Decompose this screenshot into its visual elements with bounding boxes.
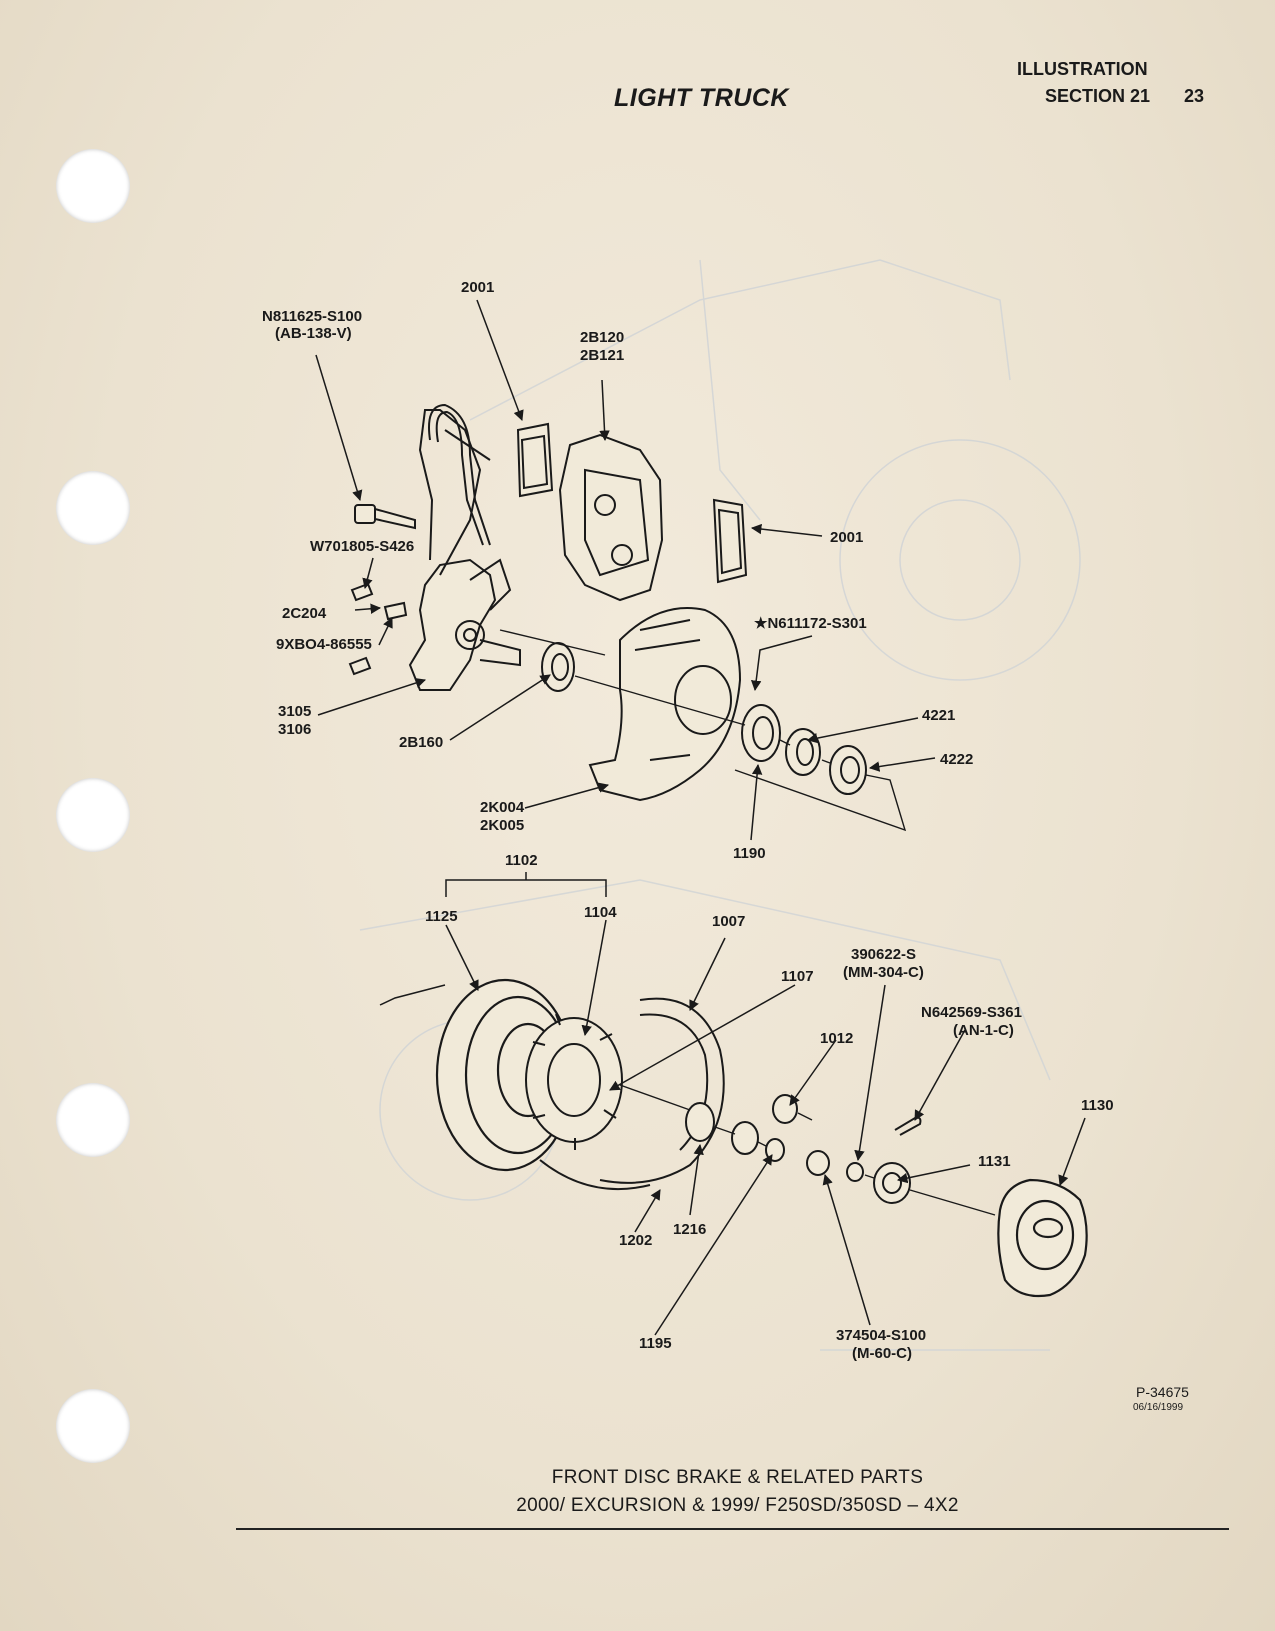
section-label: SECTION 21 bbox=[1045, 86, 1151, 106]
caliper-bolt-illustration bbox=[354, 504, 416, 530]
binder-hole bbox=[56, 778, 130, 852]
page-number: 23 bbox=[1184, 86, 1205, 106]
binder-hole bbox=[56, 471, 130, 545]
part-label: 1130 bbox=[1081, 1097, 1114, 1114]
part-label: 1195 bbox=[639, 1335, 672, 1352]
part-label: 2C204 bbox=[282, 605, 327, 622]
part-label: (MM-304-C) bbox=[843, 964, 924, 981]
brake-pad-inner-illustration bbox=[516, 422, 554, 498]
illustration-reference: P-34675 bbox=[1136, 1384, 1189, 1400]
lower-bearings-illustration bbox=[685, 1094, 864, 1182]
brake-hose-illustration bbox=[428, 403, 491, 546]
spindle-seal-illustration bbox=[541, 642, 575, 692]
bleed-through-ghost bbox=[359, 259, 1081, 1351]
hub-illustration bbox=[525, 1013, 623, 1150]
sensor-bolts-illustration bbox=[348, 582, 408, 676]
leader-lines bbox=[315, 299, 1086, 1336]
part-label: 2001 bbox=[461, 279, 494, 296]
part-label: 1202 bbox=[619, 1232, 652, 1249]
part-label: 1125 bbox=[425, 908, 458, 925]
part-label: 2B121 bbox=[580, 347, 624, 364]
part-label: ★N611172-S301 bbox=[754, 615, 867, 632]
part-label: 1107 bbox=[781, 968, 814, 985]
splash-shield-illustration bbox=[588, 607, 742, 802]
part-label: 2B160 bbox=[399, 734, 443, 751]
bearing-races-illustration bbox=[741, 704, 867, 795]
part-label: 374504-S100 bbox=[836, 1327, 926, 1344]
part-label: 1104 bbox=[584, 904, 617, 921]
part-labels: N811625-S100 (AB-138-V) 2001 2B120 2B121… bbox=[262, 279, 1114, 1362]
part-label: N811625-S100 bbox=[262, 308, 362, 325]
caption-title: FRONT DISC BRAKE & RELATED PARTS bbox=[551, 1467, 924, 1488]
illustration-date: 06/16/1999 bbox=[1133, 1402, 1184, 1413]
part-label: 3105 bbox=[278, 703, 311, 720]
part-label: 1190 bbox=[733, 845, 766, 862]
brake-pad-outer-illustration bbox=[712, 498, 748, 584]
hub-cap-illustration bbox=[997, 1178, 1088, 1298]
caliper-illustration bbox=[558, 433, 664, 602]
part-label: (M-60-C) bbox=[852, 1345, 912, 1362]
part-label: 1007 bbox=[712, 913, 745, 930]
part-label: 3106 bbox=[278, 721, 311, 738]
binder-hole bbox=[56, 149, 130, 223]
part-label: 1131 bbox=[978, 1153, 1011, 1170]
part-label: 1012 bbox=[820, 1030, 853, 1047]
part-label: 1216 bbox=[673, 1221, 706, 1238]
part-label: 4222 bbox=[940, 751, 973, 768]
part-label: (AB-138-V) bbox=[275, 325, 352, 342]
part-label: 2K004 bbox=[480, 799, 525, 816]
part-label: 1102 bbox=[505, 852, 538, 869]
binder-hole bbox=[56, 1389, 130, 1463]
axis-lines-upper bbox=[499, 629, 907, 832]
footer-rule bbox=[236, 1528, 1229, 1530]
locknut-illustration bbox=[873, 1162, 911, 1204]
axis-lines-lower bbox=[619, 1084, 996, 1216]
steering-knuckle-illustration bbox=[408, 409, 521, 691]
part-label: 2K005 bbox=[480, 817, 524, 834]
illustration-label: ILLUSTRATION bbox=[1017, 59, 1148, 79]
part-label: 390622-S bbox=[851, 946, 916, 963]
part-label: 4221 bbox=[922, 707, 955, 724]
part-label: 2001 bbox=[830, 529, 863, 546]
caption-subtitle: 2000/ EXCURSION & 1999/ F250SD/350SD – 4… bbox=[516, 1495, 959, 1516]
part-label: 9XBO4-86555 bbox=[276, 636, 372, 653]
part-label: 2B120 bbox=[580, 329, 624, 346]
binder-hole bbox=[56, 1083, 130, 1157]
part-label: N642569-S361 bbox=[921, 1004, 1022, 1021]
part-label: W701805-S426 bbox=[310, 538, 414, 555]
page-title: LIGHT TRUCK bbox=[614, 84, 789, 112]
pin-illustration bbox=[894, 1116, 922, 1136]
part-label: (AN-1-C) bbox=[953, 1022, 1014, 1039]
